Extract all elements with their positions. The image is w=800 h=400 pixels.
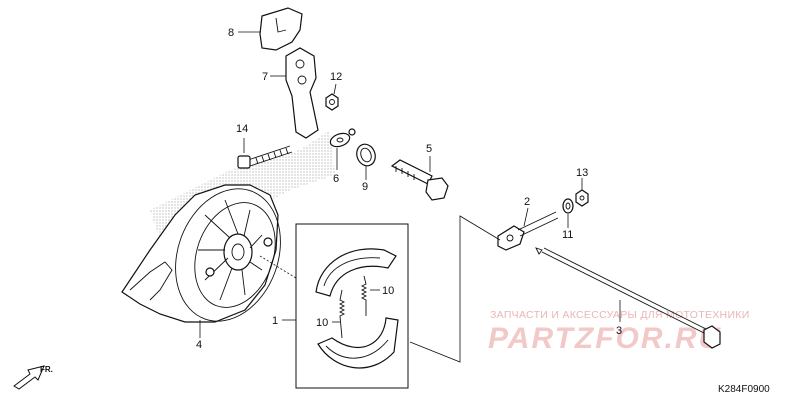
callout-10-left: 10 bbox=[316, 317, 328, 329]
callout-6: 6 bbox=[333, 173, 339, 185]
figure-code: K284F0900 bbox=[718, 384, 770, 395]
guide-line-right bbox=[409, 215, 501, 363]
callout-14: 14 bbox=[236, 123, 248, 135]
callout-12: 12 bbox=[330, 71, 342, 83]
nut-12 bbox=[325, 93, 339, 111]
callout-1: 1 bbox=[272, 315, 278, 327]
callout-3: 3 bbox=[616, 325, 622, 337]
bolt-14 bbox=[237, 145, 293, 169]
callout-4: 4 bbox=[196, 339, 202, 351]
brake-panel bbox=[121, 184, 281, 323]
guide-line-left bbox=[259, 255, 297, 279]
adjuster-2 bbox=[497, 211, 559, 251]
callout-13: 13 bbox=[576, 167, 588, 179]
brake-arm-7 bbox=[285, 47, 319, 139]
shoe-set-box bbox=[295, 223, 409, 389]
spring-10-left bbox=[338, 289, 346, 339]
callout-2: 2 bbox=[524, 196, 530, 208]
callout-11: 11 bbox=[562, 229, 573, 241]
callout-5: 5 bbox=[426, 143, 432, 155]
front-direction-label: FR. bbox=[40, 365, 53, 374]
washer-6 bbox=[329, 128, 356, 148]
brake-rod-3 bbox=[535, 247, 721, 349]
front-direction-arrow: FR. bbox=[13, 365, 53, 390]
callout-8: 8 bbox=[228, 27, 234, 39]
callout-10-right: 10 bbox=[382, 285, 394, 297]
cover-8 bbox=[259, 7, 303, 51]
brake-shoe-upper bbox=[315, 248, 397, 297]
leader-2 bbox=[523, 207, 529, 227]
spring-10-right bbox=[360, 275, 368, 316]
callout-9: 9 bbox=[362, 181, 368, 193]
watermark-brand: PARTZFOR.RU bbox=[488, 322, 722, 355]
brake-shoe-lower bbox=[317, 317, 399, 369]
leader-12 bbox=[333, 83, 337, 95]
brake-cam-5 bbox=[390, 159, 449, 201]
washer-11 bbox=[562, 198, 574, 214]
seal-9 bbox=[356, 143, 376, 167]
nut-13 bbox=[575, 189, 589, 207]
callout-7: 7 bbox=[262, 71, 268, 83]
